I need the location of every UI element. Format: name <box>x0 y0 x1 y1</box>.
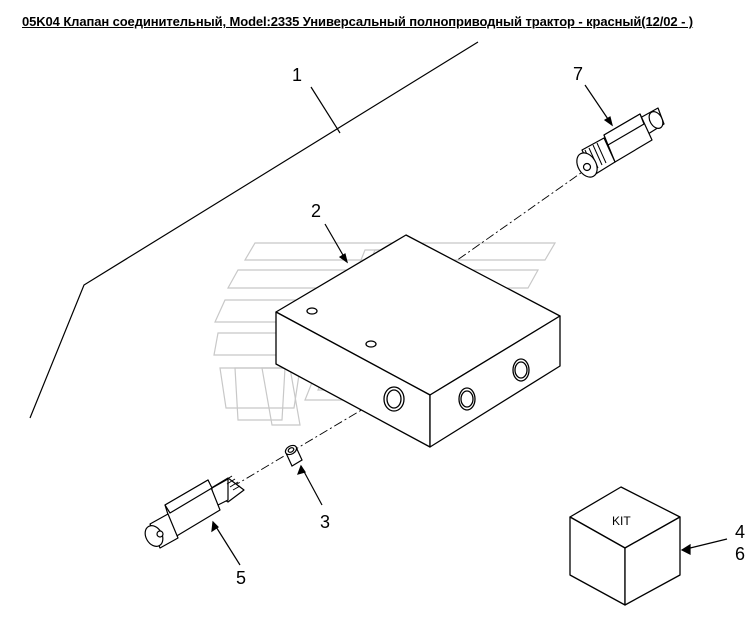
callout-5: 5 <box>236 568 246 588</box>
sleeve <box>284 444 303 467</box>
kit-box <box>569 486 681 606</box>
fitting-upper <box>576 107 665 178</box>
callout-1: 1 <box>292 65 302 85</box>
valve-block <box>275 234 561 448</box>
callout-3: 3 <box>320 512 330 532</box>
callout-7: 7 <box>573 64 583 84</box>
callout-4: 4 <box>735 522 745 542</box>
centerline-upper <box>374 167 589 319</box>
callout-2: 2 <box>311 201 321 221</box>
panel-outline-line <box>29 41 479 419</box>
kit-label: KIT <box>612 514 631 528</box>
callout-leaders <box>211 84 728 566</box>
callout-6: 6 <box>735 544 745 564</box>
fitting-lower <box>144 475 245 549</box>
page-title: 05K04 Клапан соединительный, Model:2335 … <box>22 14 694 29</box>
